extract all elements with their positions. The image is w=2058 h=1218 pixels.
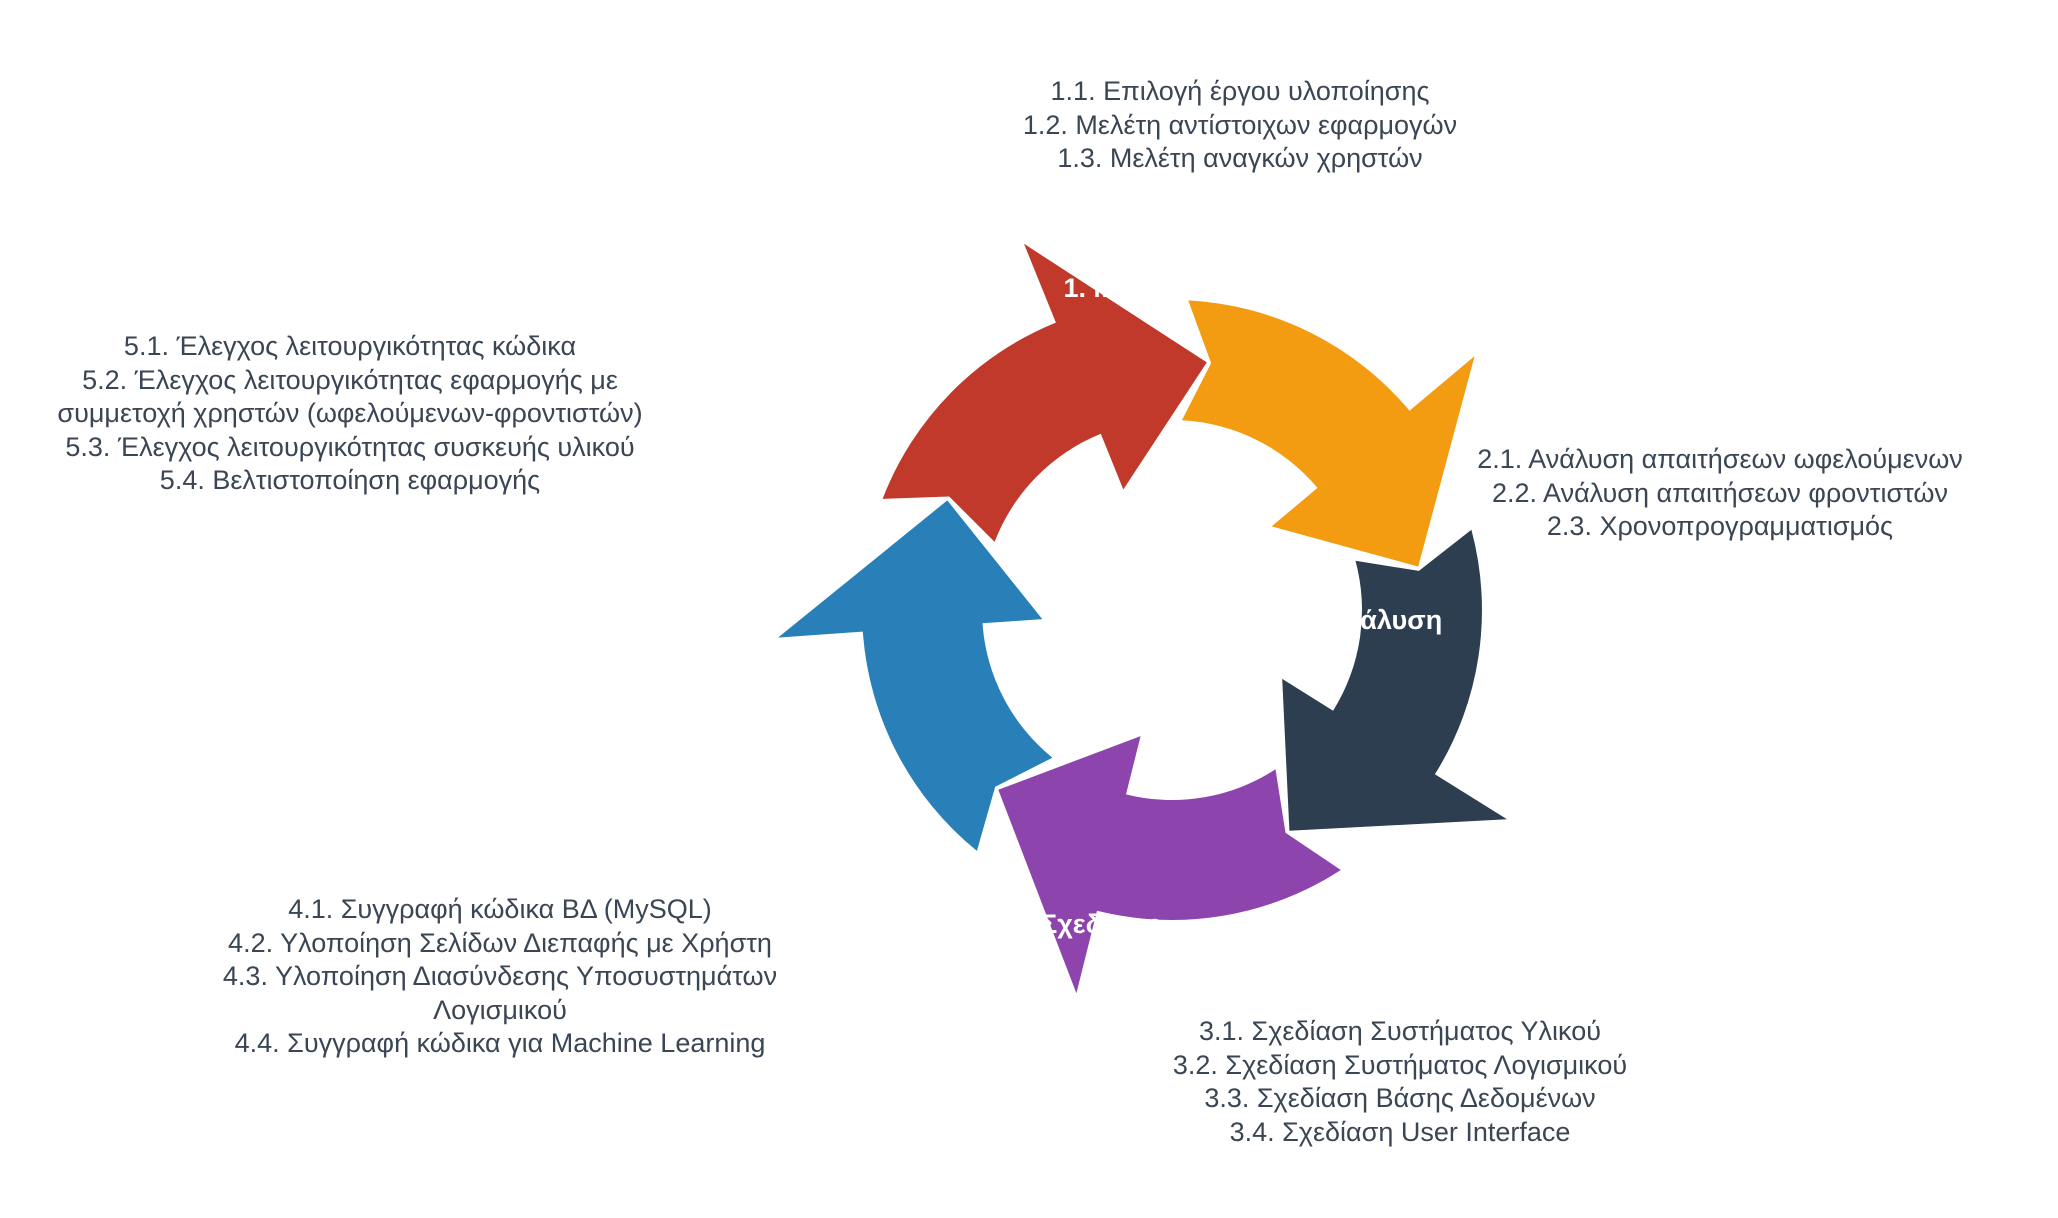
- analysis-item: 2.2. Ανάλυση απαιτήσεων φροντιστών: [1492, 477, 1948, 508]
- implementation-description: 4.1. Συγγραφή κώδικα ΒΔ (MySQL) 4.2. Υλο…: [190, 893, 810, 1061]
- analysis-item: 2.3. Χρονοπρογραμματισμός: [1546, 511, 1894, 541]
- stage-arrow-implementation: [1282, 529, 1507, 831]
- stage-arrow-analysis: [882, 243, 1207, 542]
- stage-arrow-testing: [998, 736, 1341, 994]
- stage-label-implementation: 4. Υλοποίηση: [670, 741, 843, 771]
- analysis-description: 2.1. Ανάλυση απαιτήσεων ωφελούμενων 2.2.…: [1460, 443, 1980, 544]
- implementation-item: 4.3. Υλοποίηση Διασύνδεσης Υποσυστημάτων: [222, 961, 778, 991]
- stage-label-testing: 5. Testing: [710, 393, 834, 423]
- testing-description: 5.1. Έλεγχος λειτουργικότητας κώδικα 5.2…: [30, 330, 670, 498]
- study-item: 1.1. Επιλογή έργου υλοποίησης: [1050, 76, 1430, 106]
- implementation-item: 4.1. Συγγραφή κώδικα ΒΔ (MySQL): [288, 894, 712, 924]
- stage-arrow-design: [1181, 300, 1475, 567]
- implementation-item: 4.2. Υλοποίηση Σελίδων Διεπαφής με Χρήστ…: [228, 927, 772, 958]
- design-item: 3.1. Σχεδίαση Συστήματος Υλικού: [1198, 1016, 1601, 1046]
- analysis-item: 2.1. Ανάλυση απαιτήσεων ωφελούμενων: [1477, 444, 1963, 474]
- study-item: 1.3. Μελέτη αναγκών χρηστών: [1057, 143, 1423, 173]
- stage-label-study: 1. Μελέτη: [1063, 273, 1184, 303]
- stage-arrow-study: [778, 500, 1053, 851]
- design-item: 3.3. Σχεδίαση Βάσης Δεδομένων: [1204, 1083, 1596, 1113]
- study-item: 1.2. Μελέτη αντίστοιχων εφαρμογών: [1022, 109, 1458, 140]
- design-description: 3.1. Σχεδίαση Συστήματος Υλικού 3.2. Σχε…: [1145, 1015, 1655, 1149]
- testing-item: 5.2. Έλεγχος λειτουργικότητας εφαρμογής …: [82, 364, 618, 395]
- testing-item: συμμετοχή χρηστών (ωφελούμενων-φροντιστώ…: [57, 398, 643, 428]
- design-item: 3.2. Σχεδίαση Συστήματος Λογισμικού: [1172, 1049, 1628, 1080]
- design-item: 3.4. Σχεδίαση User Interface: [1229, 1116, 1571, 1147]
- implementation-item: 4.4. Συγγραφή κώδικα για Machine Learnin…: [234, 1028, 766, 1058]
- testing-item: 5.3. Έλεγχος λειτουργικότητας συσκευής υ…: [65, 431, 635, 462]
- study-description: 1.1. Επιλογή έργου υλοποίησης 1.2. Μελέτ…: [1010, 75, 1470, 176]
- testing-item: 5.1. Έλεγχος λειτουργικότητας κώδικα: [123, 331, 577, 361]
- stage-label-analysis: 2. Ανάλυση: [1298, 605, 1442, 635]
- stage-label-design: 3. Σχεδίαση: [1011, 909, 1161, 939]
- implementation-item: Λογισμικού: [433, 994, 567, 1025]
- testing-item: 5.4. Βελτιστοποίηση εφαρμογής: [159, 465, 541, 495]
